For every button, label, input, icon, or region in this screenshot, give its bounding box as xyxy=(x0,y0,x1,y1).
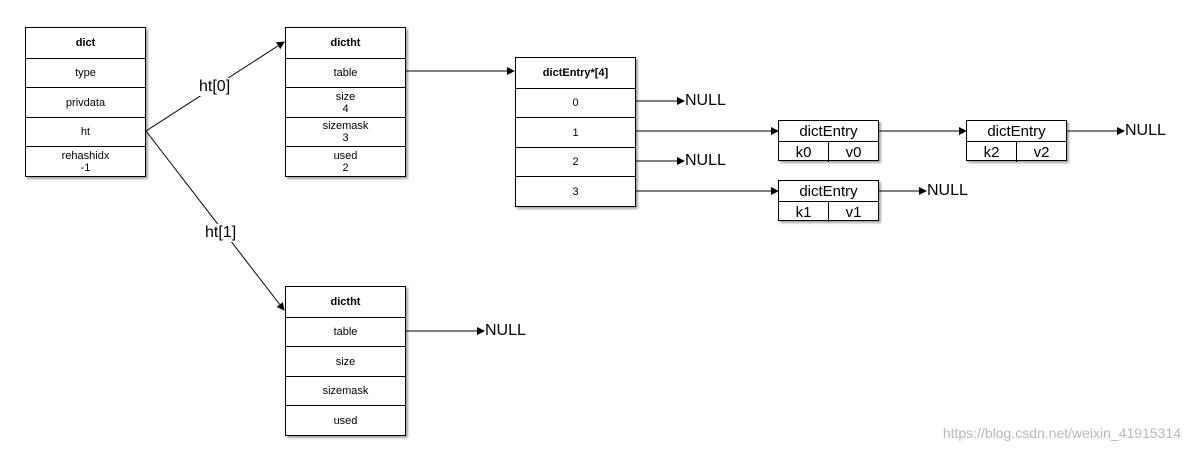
null-ht1-table: NULL xyxy=(485,322,526,339)
table-index-0: 0 xyxy=(516,87,635,118)
null-index0: NULL xyxy=(685,92,726,109)
dictht1-field-table: table xyxy=(286,316,405,347)
null-index2: NULL xyxy=(685,152,726,169)
sizemask-label: sizemask xyxy=(322,120,369,133)
dictht1-field-sizemask: sizemask xyxy=(286,375,405,406)
dictht0-header: dictht xyxy=(330,36,361,49)
edge-label-ht1: ht[1] xyxy=(203,224,239,242)
rehashidx-label: rehashidx xyxy=(61,149,110,162)
entry-key: k2 xyxy=(967,142,1017,162)
dictht0-struct: dictht table size 4 sizemask 3 used 2 xyxy=(285,27,406,177)
entry-title: dictEntry xyxy=(779,181,878,202)
dict-entry-k0: dictEntry k0 v0 xyxy=(778,120,879,162)
null-k2: NULL xyxy=(1125,122,1166,139)
table-index-1: 1 xyxy=(516,117,635,147)
entry-key: k1 xyxy=(779,202,829,222)
dict-field-rehashidx: rehashidx -1 xyxy=(26,146,145,176)
table-array: dictEntry*[4] 0 1 2 3 xyxy=(515,57,636,207)
dict-entry-k2: dictEntry k2 v2 xyxy=(966,120,1067,162)
watermark-text: https://blog.csdn.net/weixin_41915314 xyxy=(942,425,1181,441)
table-index-3: 3 xyxy=(516,176,635,206)
dict-field-privdata: privdata xyxy=(26,87,145,117)
null-k1: NULL xyxy=(927,182,968,199)
dict-entry-k1: dictEntry k1 v1 xyxy=(778,180,879,222)
dict-field-type: type xyxy=(26,57,145,88)
dictht1-field-size: size xyxy=(286,346,405,376)
entry-title: dictEntry xyxy=(779,121,878,142)
used-value: 2 xyxy=(342,161,349,174)
dictht0-field-table: table xyxy=(286,57,405,88)
entry-value: v2 xyxy=(1033,143,1050,161)
dictht1-header: dictht xyxy=(330,295,361,308)
sizemask-value: 3 xyxy=(342,132,349,145)
dict-field-ht: ht xyxy=(26,116,145,147)
edge-label-ht0: ht[0] xyxy=(197,78,233,96)
dictht0-field-size: size 4 xyxy=(286,87,405,117)
entry-key: k0 xyxy=(779,142,829,162)
dictht1-struct: dictht table size sizemask used xyxy=(285,286,406,436)
size-value: 4 xyxy=(342,102,349,115)
dictht0-field-used: used 2 xyxy=(286,146,405,176)
table-index-2: 2 xyxy=(516,146,635,177)
entry-value: v1 xyxy=(845,203,862,221)
dict-header: dict xyxy=(75,36,96,49)
used-label: used xyxy=(333,149,358,162)
size-label: size xyxy=(335,90,356,103)
dictht1-field-used: used xyxy=(286,405,405,435)
rehashidx-value: -1 xyxy=(80,161,91,174)
table-array-header: dictEntry*[4] xyxy=(542,66,609,79)
entry-value: v0 xyxy=(845,143,862,161)
arrow-ht1 xyxy=(145,130,285,311)
dictht0-field-sizemask: sizemask 3 xyxy=(286,116,405,147)
dict-struct: dict type privdata ht rehashidx -1 xyxy=(25,27,146,177)
entry-title: dictEntry xyxy=(967,121,1066,142)
